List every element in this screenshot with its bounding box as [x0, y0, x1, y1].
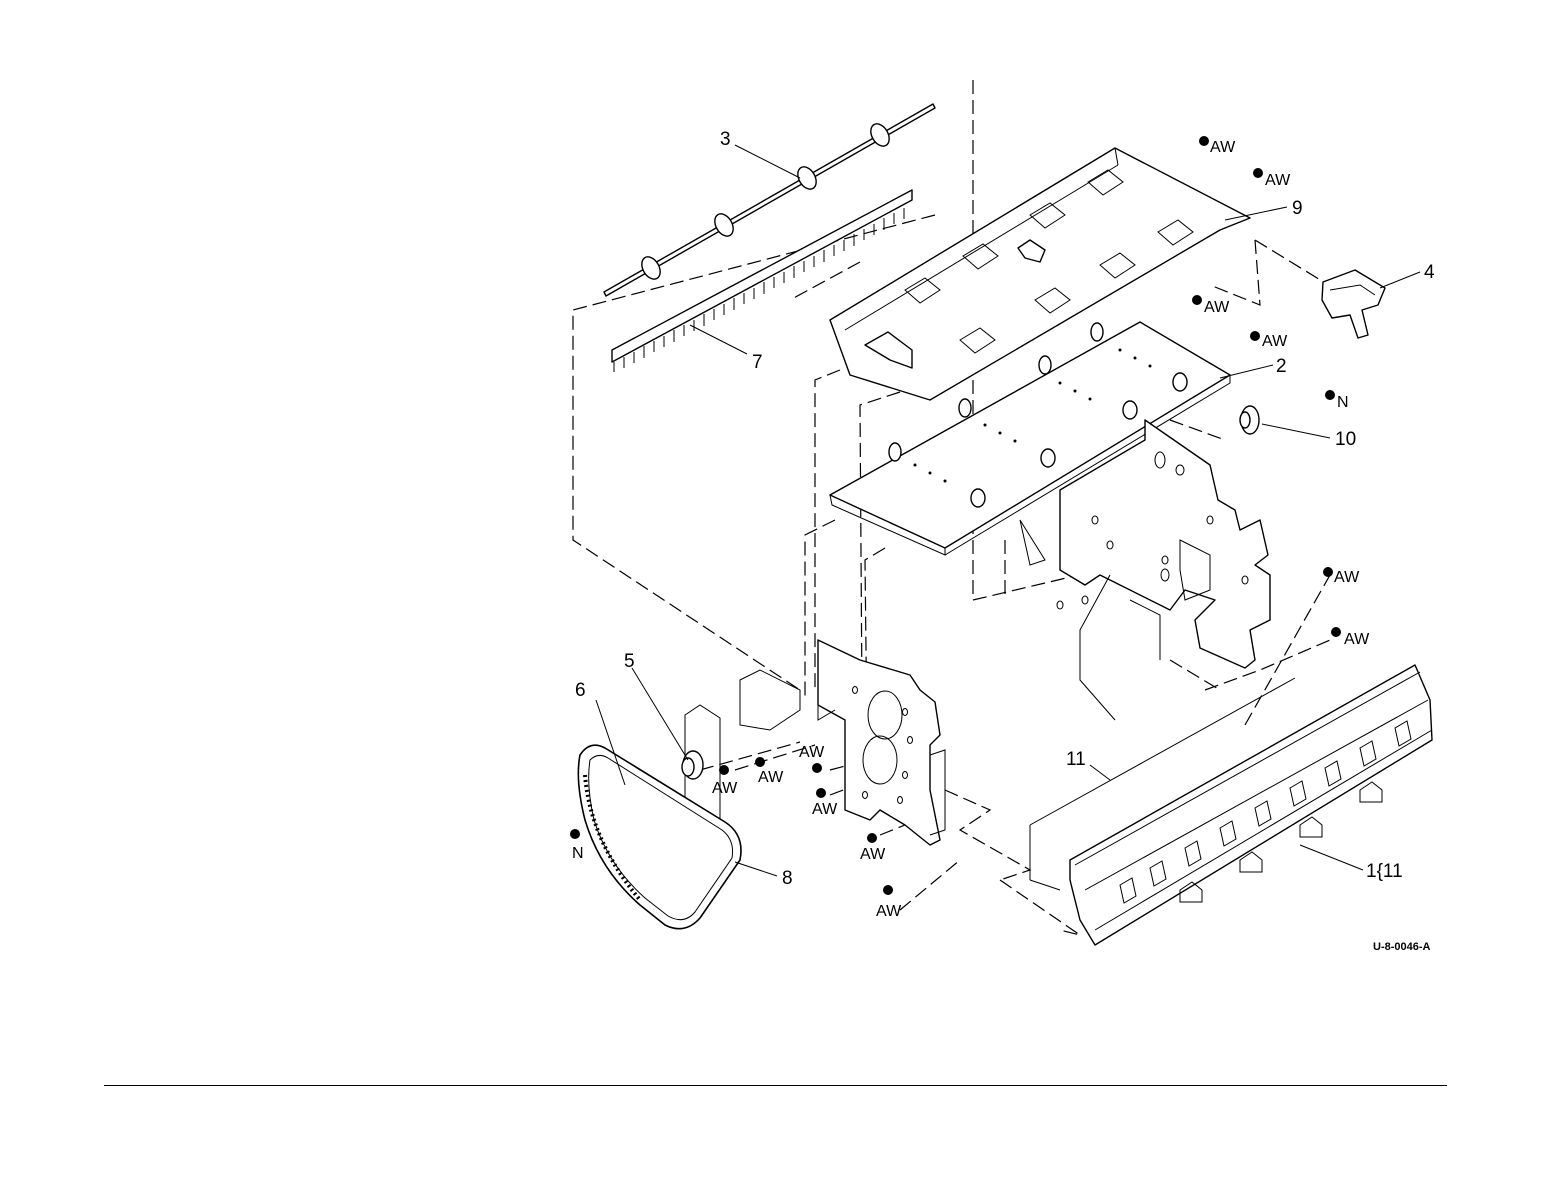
transport-cover	[1030, 665, 1432, 945]
figure-code: U-8-0046-A	[1373, 941, 1431, 953]
timing-belt	[578, 745, 741, 928]
fastener-label-n: N	[1337, 394, 1349, 411]
fastener-label-aw: AW	[1262, 333, 1288, 350]
fastener-label-aw: AW	[712, 780, 738, 797]
bearing-10	[1240, 406, 1259, 434]
fastener-label-aw: AW	[1334, 569, 1360, 586]
fastener-label-aw: AW	[1210, 139, 1236, 156]
fastener-label-aw: AW	[812, 801, 838, 818]
fastener-label-aw: AW	[1265, 172, 1291, 189]
callout-3: 3	[720, 129, 731, 150]
footer-rule	[104, 1085, 1447, 1086]
callout-6: 6	[575, 680, 586, 701]
fastener-label-aw: AW	[876, 903, 902, 920]
callout-9: 9	[1292, 198, 1303, 219]
callout-11: 11	[1066, 749, 1086, 770]
callout-10: 10	[1335, 429, 1356, 450]
callout-2: 2	[1276, 356, 1287, 377]
callout-1-11: 1{11	[1366, 861, 1403, 882]
fastener-label-aw: AW	[1344, 631, 1370, 648]
callout-7: 7	[752, 352, 763, 373]
callout-4: 4	[1424, 262, 1435, 283]
fastener-label-aw: AW	[1204, 299, 1230, 316]
fastener-label-aw: AW	[799, 744, 825, 761]
fastener-label-aw: AW	[860, 846, 886, 863]
fastener-label-n: N	[572, 845, 584, 862]
callout-8: 8	[782, 868, 793, 889]
sensor-bracket	[1322, 270, 1385, 338]
fastener-label-aw: AW	[758, 769, 784, 786]
callout-5: 5	[624, 651, 635, 672]
